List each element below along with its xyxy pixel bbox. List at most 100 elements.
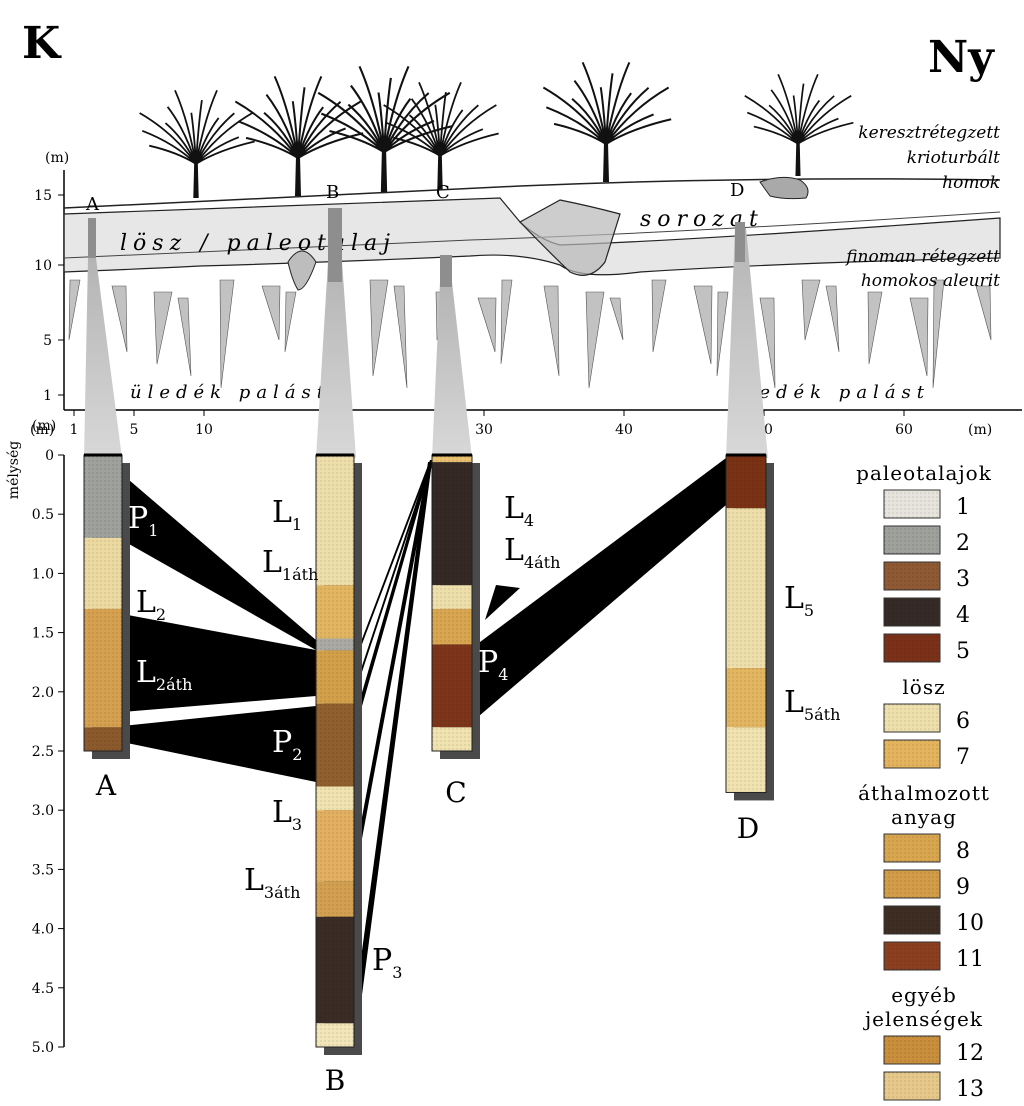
legend-item-number: 10	[956, 911, 984, 936]
legend-swatch-texture	[884, 740, 940, 768]
mantle-wedge	[825, 285, 840, 353]
depth-tick-label: 2.5	[32, 744, 54, 760]
ground-surface	[63, 178, 1001, 209]
column-layer-texture	[432, 455, 472, 463]
column-b-label: B	[325, 1064, 346, 1097]
legend-swatch-texture	[884, 598, 940, 626]
mantle-wedge	[369, 279, 389, 377]
column-layer-texture	[316, 585, 354, 639]
column-a-label: A	[95, 769, 117, 802]
loess-lower-line	[63, 211, 1001, 259]
legend-group-title: egyéb	[891, 983, 957, 1007]
tree-crown	[139, 89, 255, 165]
borehole-c	[440, 255, 452, 287]
depth-tick-label: 4.0	[32, 922, 54, 938]
mantle-wedge	[585, 291, 605, 389]
depth-tick-label: 4.5	[32, 981, 54, 997]
layer-label: L5	[784, 581, 814, 620]
depth-tick-label: 3.5	[32, 862, 54, 878]
column-layer-texture	[316, 1023, 354, 1047]
layer-label-sub: 3áth	[264, 883, 300, 902]
column-layer-texture	[432, 644, 472, 728]
layer-label-sub: 3	[292, 815, 302, 834]
column-layer-texture	[726, 727, 766, 793]
legend-group-title: paleotalajok	[856, 461, 992, 485]
band-p1	[122, 474, 316, 650]
mantle-wedge	[68, 279, 81, 341]
layer-label-sub: 4áth	[524, 553, 560, 572]
column-layer-texture	[84, 455, 122, 538]
column-a	[83, 453, 130, 759]
tree-silhouettes	[139, 61, 854, 198]
legend-item-number: 1	[956, 495, 970, 520]
layer-label-sub: 4	[498, 665, 508, 684]
layer-label-main: L	[504, 491, 524, 526]
layer-label: P2	[272, 725, 302, 764]
layer-label-sub: 2áth	[156, 675, 192, 694]
legend-group-title: jelenségek	[863, 1007, 983, 1031]
legend-item-number: 5	[956, 639, 970, 664]
tree-trunk	[603, 142, 609, 182]
band-fan3	[354, 462, 432, 720]
layer-label-main: L	[262, 545, 282, 580]
layer-label-sub: 5áth	[804, 705, 840, 724]
section-x-tick-label: 5	[130, 422, 139, 438]
layer-label-sub: 5	[804, 601, 814, 620]
legend-group-title: anyag	[891, 805, 957, 829]
layer-label: P4	[478, 645, 508, 684]
legend-swatch-texture	[884, 704, 940, 732]
section-x-unit-right: (m)	[968, 422, 992, 438]
tree-2	[234, 75, 364, 196]
projection-funnels	[84, 208, 768, 458]
mantle-wedge	[651, 279, 667, 353]
layer-label: L5áth	[784, 685, 840, 724]
mantle-wedge	[909, 297, 929, 377]
silt-label-line2: homokos aleurit	[861, 271, 1000, 291]
funnel-c	[432, 282, 472, 458]
legend-swatch-texture	[884, 942, 940, 970]
section-x-tick-label: 10	[195, 422, 213, 438]
legend-item-number: 12	[956, 1041, 984, 1066]
layer-label-main: L	[272, 795, 292, 830]
layer-label-main: P	[478, 645, 498, 680]
section-x-tick-label: 60	[895, 422, 913, 438]
profile-letter-c: C	[436, 182, 450, 203]
section-x-tick-label: 1	[70, 422, 79, 438]
legend-swatch-texture	[884, 834, 940, 862]
layer-label-sub: 2	[292, 745, 302, 764]
funnel-d	[726, 228, 768, 458]
section-x-unit-left: (m)	[30, 422, 54, 438]
section-y-tick-label: 5	[43, 333, 52, 349]
east-label: K	[22, 18, 62, 69]
mantle-wedge	[975, 285, 992, 341]
tree-5	[542, 61, 672, 182]
tree-trunk	[380, 150, 388, 192]
tree-crown	[234, 75, 364, 159]
layer-label-sub: 4	[524, 511, 534, 530]
column-layer-texture	[726, 668, 766, 728]
column-d	[725, 453, 774, 801]
mantle-wedge	[500, 279, 513, 365]
borehole-a	[88, 218, 96, 258]
column-layer-texture	[84, 727, 122, 751]
band-p3	[354, 462, 432, 1010]
layer-label-main: P	[372, 943, 392, 978]
section-x-tick-label: 40	[615, 422, 633, 438]
tree-trunk	[295, 156, 301, 196]
band-fan4	[354, 464, 432, 860]
column-layer-texture	[84, 537, 122, 609]
tree-6	[744, 73, 854, 176]
legend-item-number: 2	[956, 531, 970, 556]
layer-label-main: P	[272, 725, 292, 760]
tree-1	[139, 89, 255, 198]
tree-crown	[744, 73, 854, 145]
cryoturbation	[759, 176, 809, 200]
sand-label-line1: keresztrétegzett	[858, 123, 1000, 143]
depth-tick-label: 2.0	[32, 685, 54, 701]
legend-swatch-texture	[884, 870, 940, 898]
sand-label-line2: krioturbált	[907, 148, 1000, 168]
column-layer-texture	[432, 608, 472, 645]
column-layer-texture	[316, 703, 354, 787]
legend-group-title: áthalmozott	[858, 781, 990, 805]
band-p2	[122, 706, 316, 782]
